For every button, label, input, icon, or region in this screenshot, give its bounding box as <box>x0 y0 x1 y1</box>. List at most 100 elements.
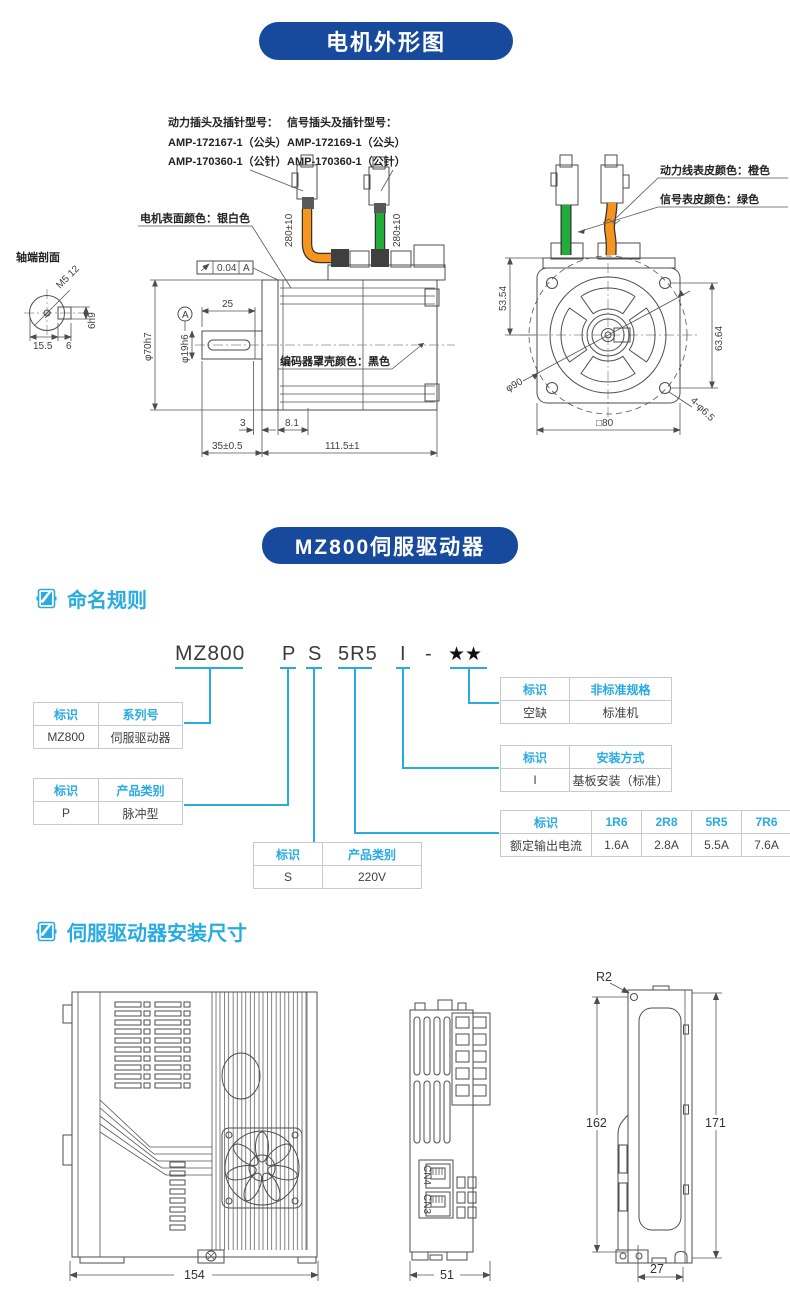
dim-runout-datum: A <box>243 263 250 274</box>
signal-plug-line1: AMP-172169-1（公头） <box>287 135 406 149</box>
td: S <box>253 865 323 889</box>
th: 非标准规格 <box>569 677 672 701</box>
dim-154: 154 <box>184 1268 205 1282</box>
dim-171: 171 <box>705 1116 726 1130</box>
td: P <box>33 801 99 825</box>
dim-15-5: 15.5 <box>33 341 53 352</box>
power-cable-gland <box>331 249 349 267</box>
table-nonstandard: 标识 非标准规格 空缺 标准机 <box>500 677 672 724</box>
dim-runout: 0.04 <box>217 263 237 274</box>
note-signal-wire-color: 信号表皮颜色：绿色 <box>660 192 759 206</box>
dim-63-64: 63.64 <box>714 326 725 351</box>
driver-mounting-drawing: 154 <box>62 970 732 1282</box>
th: 产品类别 <box>98 778 183 802</box>
td: MZ800 <box>33 725 99 749</box>
code-dash: - <box>425 643 432 665</box>
th: 标识 <box>33 702 99 726</box>
signal-plug-title: 信号插头及插针型号： <box>287 115 397 129</box>
th: 1R6 <box>591 810 642 834</box>
heatsink-steps <box>99 1099 212 1176</box>
banner-motor-outline: 电机外形图 <box>259 22 513 60</box>
dim-35: 35±0.5 <box>212 441 243 452</box>
dim-6: 6 <box>66 341 72 352</box>
dim-4-holes: 4-φ6.5 <box>688 395 717 424</box>
section-naming: 命名规则 <box>36 584 147 613</box>
dim-27: 27 <box>650 1262 664 1276</box>
th: 标识 <box>500 677 570 701</box>
dim-sq80: □80 <box>596 418 614 429</box>
th: 5R5 <box>691 810 742 834</box>
dim-3: 3 <box>240 418 246 429</box>
cooling-fan <box>221 1127 303 1209</box>
front-lower-slots <box>456 1176 477 1219</box>
dim-8-1: 8.1 <box>285 418 299 429</box>
code-current: 5R5 <box>338 643 378 665</box>
td: 1.6A <box>591 833 642 857</box>
th: 7R6 <box>741 810 790 834</box>
table-mounting: 标识 安装方式 I 基板安装（标准） <box>500 745 672 792</box>
td: 脉冲型 <box>98 801 183 825</box>
signal-plug-side <box>363 156 390 213</box>
fan-cross-pockets <box>560 287 656 383</box>
th: 标识 <box>33 778 99 802</box>
code-series: MZ800 <box>175 642 246 665</box>
naming-diagram: MZ800 P S 5R5 I - ★★ 标识 系列号 MZ800 伺服驱动器 … <box>0 640 790 910</box>
shaft-section-view: 轴端剖面 M5 12 15.5 6 6h9 <box>16 250 98 352</box>
dim-cable-power: 280±10 <box>284 213 295 247</box>
td: 额定输出电流 <box>500 833 592 857</box>
dim-m5: M5 12 <box>54 263 82 291</box>
terminal-block <box>451 1012 491 1106</box>
driver-side-view: 154 <box>62 991 319 1282</box>
dim-70h7: φ70h7 <box>143 332 154 361</box>
td: 空缺 <box>500 700 570 724</box>
section-icon <box>36 921 57 942</box>
vent-slots <box>114 1001 191 1089</box>
td: 220V <box>322 865 422 889</box>
power-plug-title: 动力插头及插针型号： <box>168 115 278 129</box>
th: 产品类别 <box>322 842 422 866</box>
dim-r2: R2 <box>596 970 612 984</box>
th: 系列号 <box>98 702 183 726</box>
signal-plug-line2: AMP-170360-1（公针） <box>287 154 406 168</box>
code-stars: ★★ <box>448 644 483 665</box>
dim-pcd-90: φ90 <box>504 376 525 394</box>
th: 标识 <box>253 842 323 866</box>
td: 伺服驱动器 <box>98 725 183 749</box>
code-voltage: S <box>308 643 322 665</box>
driver-rear-view: R2 162 171 27 <box>581 970 732 1282</box>
td: 7.6A <box>741 833 790 857</box>
code-mount: I <box>400 643 406 665</box>
shaft-section-label: 轴端剖面 <box>16 250 60 264</box>
table-current: 标识 1R6 2R8 5R5 7R6 额定输出电流 1.6A 2.8A 5.5A… <box>500 810 790 857</box>
th: 标识 <box>500 745 570 769</box>
code-type: P <box>282 643 296 665</box>
power-plug-line2: AMP-170360-1（公针） <box>168 154 287 168</box>
th: 2R8 <box>641 810 692 834</box>
note-power-wire-color: 动力线表皮颜色：橙色 <box>660 163 770 177</box>
dim-162: 162 <box>586 1116 607 1130</box>
signal-plug-front <box>550 154 579 206</box>
section-icon <box>36 588 57 609</box>
table-voltage: 标识 产品类别 S 220V <box>253 842 422 889</box>
note-surface-color: 电机表面颜色：银白色 <box>140 211 250 225</box>
td: 基板安装（标准） <box>569 768 672 792</box>
table-product-type: 标识 产品类别 P 脉冲型 <box>33 778 183 825</box>
banner-driver: MZ800伺服驱动器 <box>262 527 518 564</box>
th: 安装方式 <box>569 745 672 769</box>
plug-model-annotations: 动力插头及插针型号： AMP-172167-1（公头） AMP-170360-1… <box>168 115 406 192</box>
svg-text:A: A <box>182 310 189 321</box>
td: 2.8A <box>641 833 692 857</box>
dim-6h9: 6h9 <box>87 312 98 329</box>
motor-front-view: 53.54 63.64 φ90 4-φ6.5 □80 动力线表皮颜色：橙色 信号… <box>498 154 788 435</box>
note-encoder-color: 编码器罩壳颜色：黑色 <box>280 354 390 368</box>
td: I <box>500 768 570 792</box>
cn4-label: CN4 <box>421 1165 432 1185</box>
power-cable-orange <box>303 209 333 262</box>
lower-vent-slots <box>169 1161 186 1231</box>
td: 标准机 <box>569 700 672 724</box>
th: 标识 <box>500 810 592 834</box>
signal-plug-leader <box>380 169 394 192</box>
td: 5.5A <box>691 833 742 857</box>
dim-53-54: 53.54 <box>498 286 509 311</box>
